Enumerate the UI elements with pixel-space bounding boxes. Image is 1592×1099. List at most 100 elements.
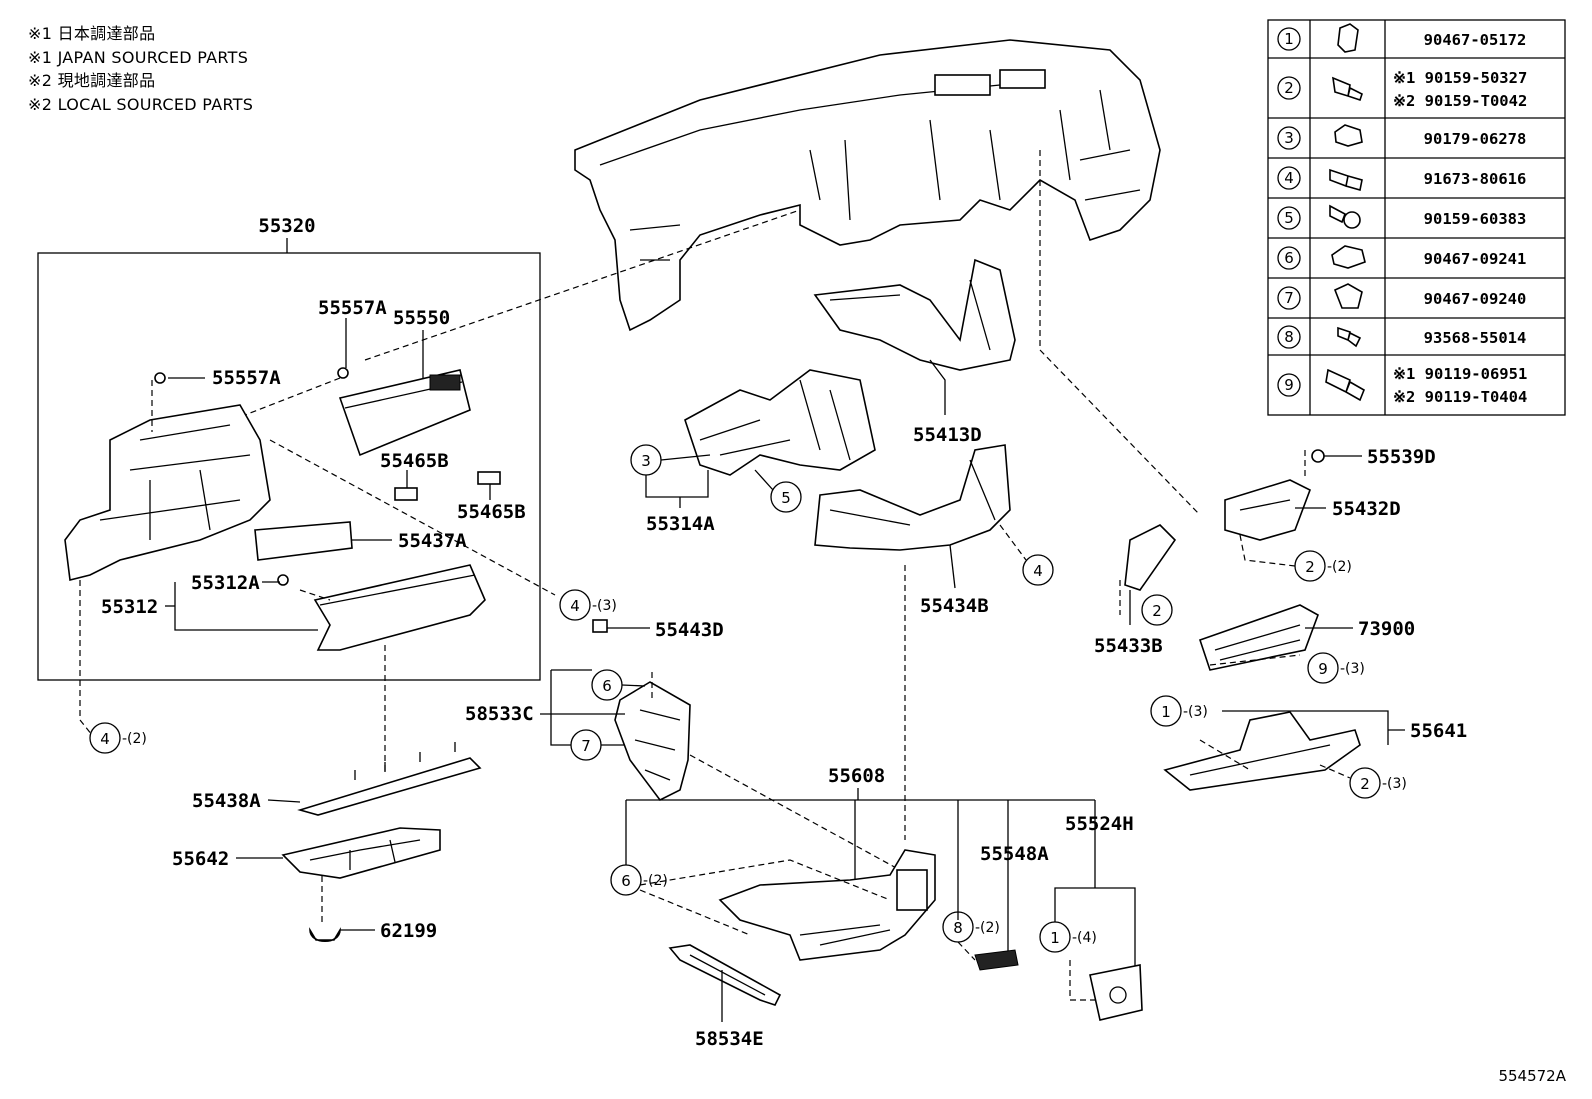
label-55524H: 55524H [1065, 813, 1134, 835]
bolt-icon [1332, 76, 1363, 102]
svg-text:1: 1 [1161, 703, 1171, 721]
glove-box-lower-trim-55438A[interactable] [297, 742, 482, 816]
svg-text:-(3): -(3) [1382, 776, 1407, 792]
label-55550: 55550 [393, 307, 450, 329]
glove-box-door-55312[interactable] [313, 564, 486, 651]
audio-panel-73900[interactable] [1198, 604, 1319, 671]
label-55641: 55641 [1410, 720, 1467, 742]
label-55413D: 55413D [913, 424, 982, 446]
svg-text:6: 6 [1284, 249, 1294, 267]
svg-text:2: 2 [1284, 79, 1294, 97]
clip-icon [1333, 283, 1363, 309]
svg-text:93568-55014: 93568-55014 [1424, 329, 1527, 347]
label-58534E: 58534E [695, 1028, 764, 1050]
callout-1-q3 [1150, 695, 1182, 727]
side-cover-55433B[interactable] [1124, 524, 1177, 591]
bolt-icon [1329, 168, 1363, 192]
label-58533C: 58533C [465, 703, 534, 725]
svg-text:-(4): -(4) [1072, 930, 1097, 946]
svg-text:※1 90119-06951: ※1 90119-06951 [1393, 365, 1527, 383]
svg-text:2: 2 [1360, 775, 1370, 793]
label-55433B: 55433B [1094, 635, 1163, 657]
bolt-icon [1325, 368, 1366, 402]
note-line: ※1 日本調達部品 [28, 24, 156, 43]
bolt-icon [1337, 326, 1362, 348]
svg-text:8: 8 [1284, 328, 1294, 346]
callout-4b [1022, 554, 1054, 586]
clip-icon [1331, 245, 1366, 269]
clip-55443D[interactable] [592, 619, 608, 633]
lower-center-panel-55608[interactable] [718, 849, 936, 961]
svg-text:5: 5 [781, 489, 791, 507]
label-55432D: 55432D [1332, 498, 1401, 520]
glove-box-assembly-frame [37, 252, 541, 681]
clip-62199[interactable] [309, 927, 341, 943]
lower-panel-58534E[interactable] [668, 944, 782, 1006]
svg-text:※1 90159-50327: ※1 90159-50327 [1393, 69, 1527, 87]
svg-text:90179-06278: 90179-06278 [1424, 130, 1527, 148]
svg-text:90159-60383: 90159-60383 [1424, 210, 1527, 228]
glove-box-housing[interactable] [64, 404, 271, 581]
svg-text:9: 9 [1284, 376, 1294, 394]
svg-text:3: 3 [1284, 129, 1294, 147]
bracket-55548A[interactable] [974, 949, 1019, 971]
svg-text:9: 9 [1318, 660, 1328, 678]
callout-5 [770, 481, 802, 513]
label-55608: 55608 [828, 765, 885, 787]
catalog-number: 554572A [1498, 1067, 1566, 1085]
clip-icon [1337, 23, 1359, 53]
svg-text:90467-09241: 90467-09241 [1424, 250, 1527, 268]
svg-text:-(3): -(3) [592, 598, 617, 614]
svg-text:-(3): -(3) [1183, 704, 1208, 720]
svg-text:4: 4 [570, 597, 580, 615]
bumper-55557A-b[interactable] [337, 367, 349, 379]
clip-55465B-a[interactable] [394, 487, 418, 501]
svg-text:90467-09240: 90467-09240 [1424, 290, 1527, 308]
svg-text:7: 7 [581, 737, 591, 755]
label-62199: 62199 [380, 920, 437, 942]
console-brace-55314A[interactable] [684, 369, 876, 476]
svg-text:5: 5 [1284, 209, 1294, 227]
svg-text:7: 7 [1284, 289, 1294, 307]
center-bezel-55413D[interactable] [813, 258, 1016, 371]
glove-box-bracket-55642[interactable] [281, 827, 441, 879]
label-55642: 55642 [172, 848, 229, 870]
svg-text:8: 8 [953, 919, 963, 937]
bumper-55557A-a[interactable] [154, 372, 166, 384]
glove-box-panel-55437A[interactable] [254, 521, 353, 561]
screw-icon [1329, 204, 1346, 224]
label-55465B-mid: 55465B [380, 450, 449, 472]
svg-text:3: 3 [641, 452, 651, 470]
side-panel-55432D[interactable] [1224, 479, 1312, 541]
svg-text:4: 4 [1033, 562, 1043, 580]
callout-6-q2 [610, 864, 642, 896]
sourcing-notes: ※1 日本調達部品 ※1 JAPAN SOURCED PARTS ※2 現地調達… [28, 22, 253, 116]
label-55438A: 55438A [192, 790, 261, 812]
clip-55539D[interactable] [1311, 449, 1325, 463]
svg-text:4: 4 [100, 730, 110, 748]
label-55314A: 55314A [646, 513, 715, 535]
label-55320: 55320 [258, 215, 315, 237]
callout-2b [1141, 594, 1173, 626]
instrument-panel-reinforcement[interactable] [574, 39, 1161, 332]
switch-panel-55524H[interactable] [1089, 964, 1143, 1021]
lower-panel-55641[interactable] [1163, 711, 1361, 791]
label-55434B: 55434B [920, 595, 989, 617]
label-55443D: 55443D [655, 619, 724, 641]
svg-text:-(2): -(2) [122, 731, 147, 747]
svg-text:90467-05172: 90467-05172 [1424, 31, 1527, 49]
console-panel-55434B[interactable] [814, 444, 1011, 551]
callout-4-q3 [559, 589, 591, 621]
svg-text:-(2): -(2) [975, 920, 1000, 936]
side-panel-58533C[interactable] [614, 681, 691, 802]
svg-text:1: 1 [1284, 30, 1294, 48]
damper-55312A[interactable] [277, 574, 289, 586]
svg-text:1: 1 [1050, 929, 1060, 947]
clip-55465B-b[interactable] [477, 471, 501, 485]
note-line: ※1 JAPAN SOURCED PARTS [28, 47, 249, 67]
nut-icon [1334, 124, 1363, 147]
glove-box-door-upper[interactable] [338, 369, 471, 457]
svg-text:2: 2 [1152, 602, 1162, 620]
svg-text:2: 2 [1305, 558, 1315, 576]
svg-text:4: 4 [1284, 169, 1294, 187]
